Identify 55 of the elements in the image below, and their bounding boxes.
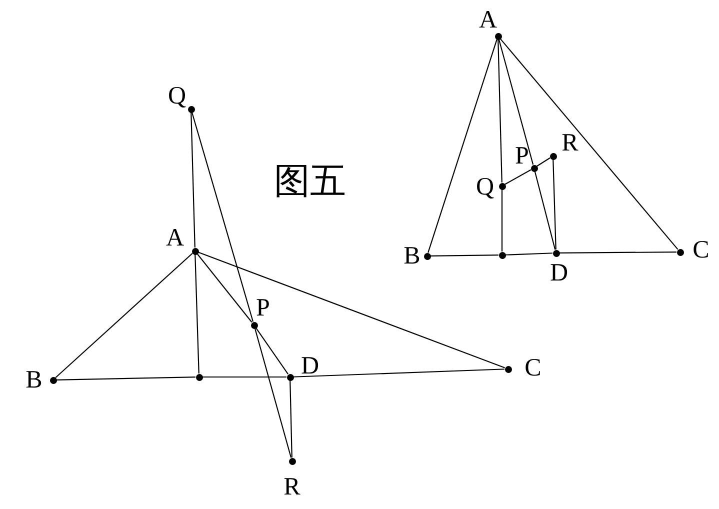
point-label: Q [476, 174, 494, 200]
point-label: C [692, 238, 710, 262]
line-segment [198, 252, 505, 368]
point-label: Q [168, 84, 186, 108]
line-segment [498, 39, 534, 165]
point-dot [494, 32, 502, 40]
point-label: C [524, 356, 542, 380]
point-dot [188, 106, 194, 112]
line-segment [290, 380, 292, 458]
line-segment [505, 252, 553, 256]
line-segment [202, 376, 286, 378]
point-label: P [515, 144, 529, 168]
point-dot [676, 248, 684, 256]
point-dot [498, 252, 506, 258]
point-dot [552, 250, 560, 256]
point-dot [196, 374, 202, 380]
point-dot [250, 322, 258, 328]
line-segment [560, 251, 676, 254]
line-segment [501, 190, 503, 252]
line-segment [498, 39, 502, 183]
line-segment [191, 112, 254, 322]
line-segment [430, 254, 498, 256]
point-label: R [284, 474, 300, 500]
line-segment [293, 368, 505, 378]
point-dot [498, 182, 506, 190]
point-label: B [404, 244, 420, 268]
point-dot [530, 164, 538, 172]
point-dot [288, 458, 296, 464]
point-label: R [562, 130, 578, 156]
point-dot [192, 248, 198, 254]
line-segment [55, 252, 193, 378]
line-segment [500, 38, 678, 250]
point-label: D [300, 354, 320, 378]
line-segment [256, 328, 288, 374]
line-segment [56, 376, 196, 380]
line-segment [552, 159, 556, 250]
line-segment [190, 112, 196, 248]
line-segment [254, 328, 292, 458]
point-dot [504, 366, 512, 372]
point-label: P [256, 296, 270, 320]
point-dot [50, 376, 56, 384]
line-segment [534, 171, 556, 250]
figure-title: 图五 [274, 162, 346, 202]
point-label: D [550, 260, 568, 286]
line-segment [194, 254, 200, 374]
point-label: B [26, 368, 42, 392]
line-segment [504, 169, 532, 185]
point-dot [550, 152, 556, 160]
point-dot [286, 374, 294, 380]
point-label: A [478, 8, 498, 32]
line-segment [536, 157, 550, 167]
line-segment [196, 253, 252, 323]
line-segment [428, 39, 498, 253]
point-dot [424, 252, 430, 260]
point-label: A [166, 226, 184, 250]
